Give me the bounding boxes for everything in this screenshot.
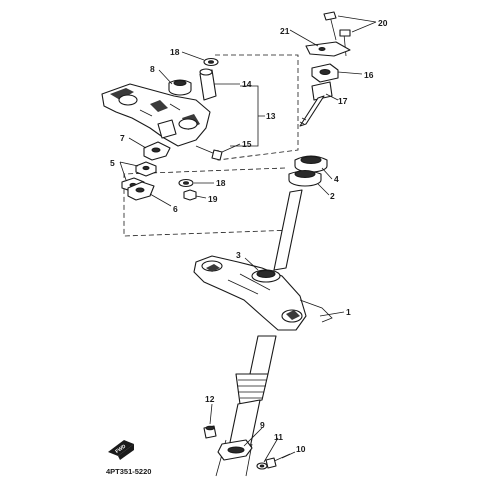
callout-14: 14 [242, 79, 252, 89]
part-18-washer-lower[interactable] [178, 178, 194, 188]
callout-7: 7 [120, 133, 125, 143]
upper-bracket[interactable] [101, 83, 211, 147]
callout-8: 8 [150, 64, 155, 74]
part-2-bearing[interactable] [288, 170, 322, 187]
callout-12: 12 [205, 394, 215, 404]
fork-tube[interactable] [215, 335, 277, 477]
part-12-cap[interactable] [203, 425, 217, 439]
callout-11: 11 [274, 432, 283, 442]
part-20-bolts[interactable] [323, 11, 351, 57]
part-14-bush[interactable] [199, 68, 217, 101]
part-3-bearing[interactable] [251, 269, 281, 283]
callout-16: 16 [364, 70, 374, 80]
part-1-under-bracket[interactable] [193, 255, 333, 331]
part-4-bearing-race[interactable] [294, 155, 328, 173]
fwd-arrow-icon: FWD [108, 440, 134, 460]
leader-lines [119, 15, 377, 463]
callout-13: 13 [266, 111, 276, 121]
callout-17: 17 [338, 96, 348, 106]
part-11-washer[interactable] [256, 462, 268, 470]
fwd-label: FWD [114, 443, 127, 455]
callout-15: 15 [242, 139, 252, 149]
part-17-shaft[interactable] [299, 81, 333, 127]
callout-10: 10 [296, 444, 306, 454]
part-19-nut[interactable] [183, 189, 197, 201]
callout-labels: 1 2 3 4 5 6 7 8 9 10 11 12 13 14 15 16 1… [110, 18, 388, 454]
drawing-code: 4PT351-5220 [106, 467, 151, 476]
assembly-boundary-lower [123, 167, 295, 237]
callout-1: 1 [346, 307, 351, 317]
callout-5: 5 [110, 158, 115, 168]
part-7-holder[interactable] [143, 141, 171, 161]
steering-stem[interactable] [273, 189, 303, 271]
part-18-washer-upper[interactable] [203, 57, 219, 67]
part-15-bolt[interactable] [195, 145, 223, 161]
part-9-clamp[interactable] [217, 439, 253, 461]
callout-9: 9 [260, 420, 265, 430]
callout-19: 19 [208, 194, 218, 204]
part-16-holder[interactable] [311, 63, 339, 83]
callout-6: 6 [173, 204, 178, 214]
callout-21: 21 [280, 26, 290, 36]
callout-18-lower: 18 [216, 178, 226, 188]
callout-18-upper: 18 [170, 47, 180, 57]
assembly-boundary-upper [215, 54, 299, 161]
part-8-cap[interactable] [168, 79, 192, 96]
part-6-holder[interactable] [127, 181, 155, 201]
callout-2: 2 [330, 191, 335, 201]
callout-4: 4 [334, 174, 339, 184]
part-21-plate[interactable] [305, 41, 351, 57]
callout-3: 3 [236, 250, 241, 260]
callout-20: 20 [378, 18, 388, 28]
part-5-nut-upper[interactable] [135, 161, 157, 177]
